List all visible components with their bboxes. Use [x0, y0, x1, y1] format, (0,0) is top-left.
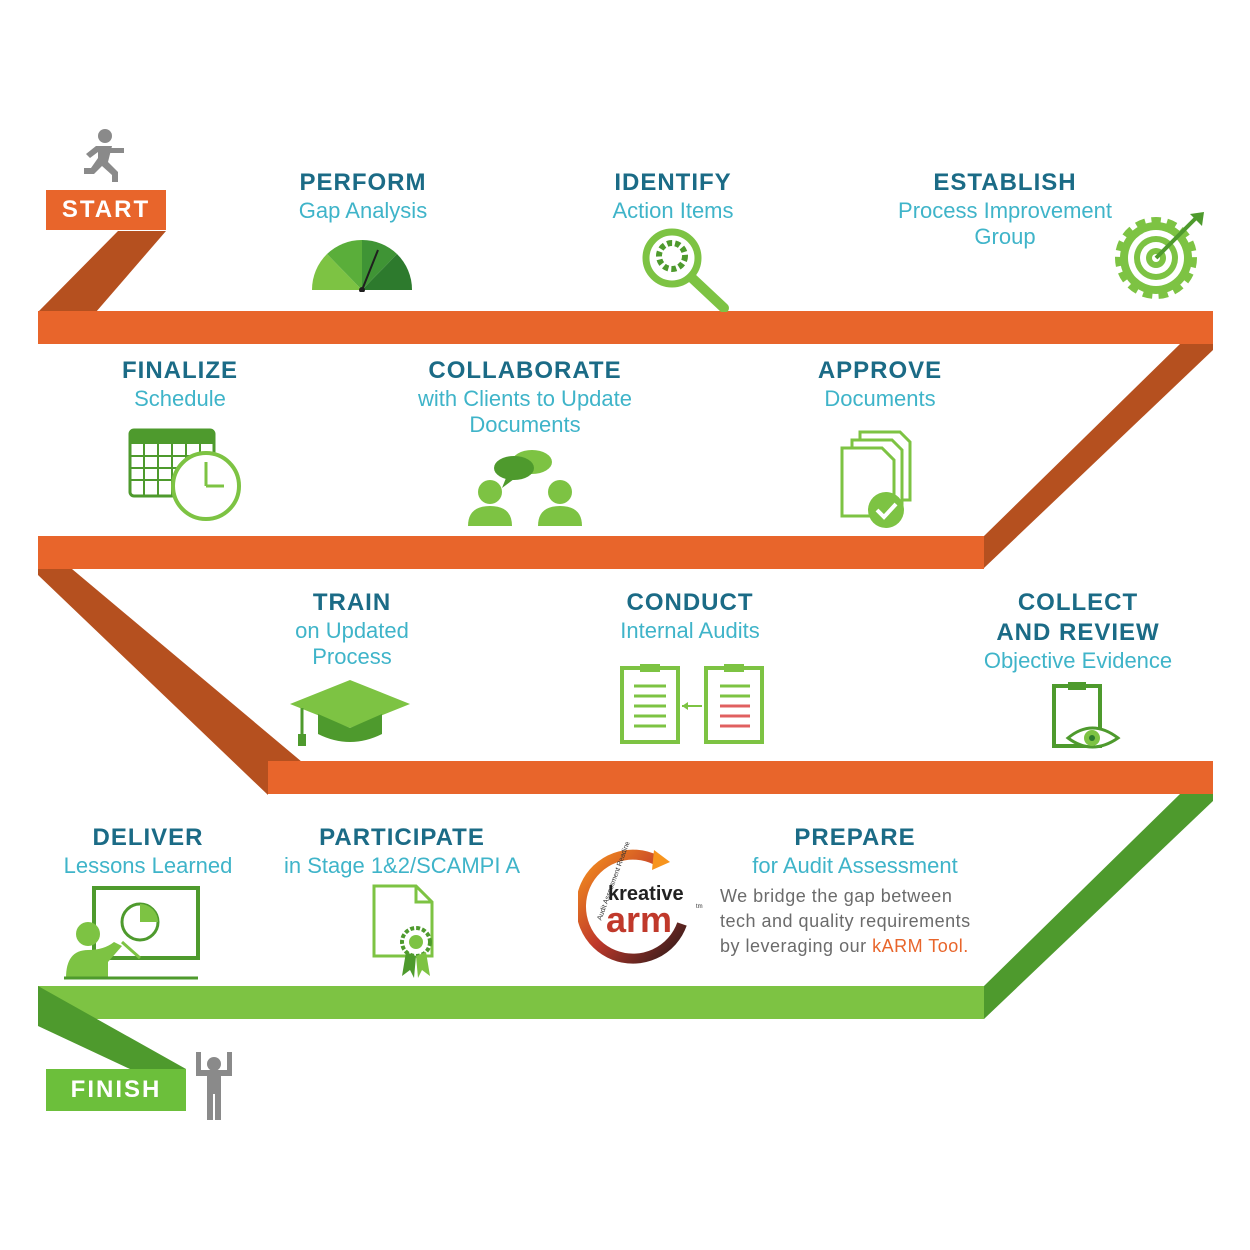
start-badge: START	[46, 190, 166, 230]
path-connector-right-3	[984, 794, 1213, 1019]
karm-desc-prefix: by leveraging our	[720, 936, 873, 956]
karm-desc-line3: by leveraging our kARM Tool.	[720, 934, 1020, 959]
step-approve: APPROVE Documents	[780, 356, 980, 412]
step-subtitle: with Clients to Update Documents	[418, 386, 632, 437]
magnifier-gear-icon	[642, 228, 729, 312]
step-title: PARTICIPATE	[319, 824, 485, 851]
step-subtitle: Objective Evidence	[983, 648, 1173, 673]
clipboards-icon	[620, 664, 764, 744]
presentation-icon	[64, 886, 200, 980]
step-subtitle: on Updated Process	[295, 618, 409, 669]
step-finalize: FINALIZE Schedule	[80, 356, 280, 412]
karm-logo-tm: tm	[696, 904, 703, 910]
karm-description: We bridge the gap between tech and quali…	[720, 884, 1020, 959]
step-train: TRAIN on Updated Process	[252, 588, 452, 670]
documents-check-icon	[840, 430, 912, 528]
path-connector-finish	[38, 986, 186, 1069]
step-title: DELIVER	[92, 824, 204, 851]
step-subtitle: Action Items	[612, 198, 734, 223]
step-identify: IDENTIFY Action Items	[568, 168, 778, 224]
gear-target-icon	[1115, 212, 1204, 299]
step-subtitle: Lessons Learned	[63, 853, 233, 878]
step-title: TRAIN	[312, 589, 392, 616]
step-subtitle: Internal Audits	[620, 618, 760, 643]
path-connector-left-2	[38, 569, 302, 795]
step-subtitle: Gap Analysis	[298, 198, 428, 223]
step-title: ESTABLISH	[933, 169, 1077, 196]
step-subtitle: Schedule	[134, 386, 226, 411]
step-subtitle: in Stage 1&2/SCAMPI A	[283, 853, 521, 878]
step-title: COLLECT AND REVIEW	[996, 589, 1160, 646]
step-participate: PARTICIPATE in Stage 1&2/SCAMPI A	[272, 823, 532, 879]
step-title: FINALIZE	[122, 357, 238, 384]
step-subtitle: Documents	[824, 386, 936, 411]
people-chat-icon	[468, 450, 582, 526]
karm-desc-line1: We bridge the gap between	[720, 886, 953, 906]
step-establish: ESTABLISH Process Improvement Group	[880, 168, 1130, 250]
step-conduct: CONDUCT Internal Audits	[585, 588, 795, 644]
running-person-icon	[84, 129, 124, 182]
gauge-icon	[311, 239, 413, 292]
certificate-icon	[372, 884, 434, 978]
karm-logo: Audit Assessment Readiness Manager kreat…	[578, 842, 703, 964]
step-prepare: PREPARE for Audit Assessment	[730, 823, 980, 879]
step-title: COLLABORATE	[428, 357, 622, 384]
step-perform: PERFORM Gap Analysis	[253, 168, 473, 224]
step-title: APPROVE	[817, 357, 943, 384]
step-title: CONDUCT	[626, 589, 754, 616]
karm-logo-top: kreative	[608, 883, 684, 905]
path-bar-1	[38, 311, 1213, 344]
step-title: IDENTIFY	[614, 169, 732, 196]
karm-logo-main: arm	[606, 899, 672, 940]
calendar-clock-icon	[128, 428, 241, 521]
step-collect: COLLECT AND REVIEW Objective Evidence	[968, 588, 1188, 674]
finish-badge: FINISH	[46, 1069, 186, 1111]
path-bar-3	[268, 761, 1213, 794]
path-bar-2	[38, 536, 984, 569]
clipboard-eye-icon	[1052, 682, 1121, 749]
karm-desc-line2: tech and quality requirements	[720, 911, 971, 931]
graduation-cap-icon	[290, 680, 410, 746]
step-title: PREPARE	[794, 824, 916, 851]
step-title: PERFORM	[299, 169, 427, 196]
path-bar-4	[38, 986, 984, 1019]
step-subtitle: for Audit Assessment	[752, 853, 958, 878]
step-deliver: DELIVER Lessons Learned	[48, 823, 248, 879]
step-subtitle: Process Improvement Group	[898, 198, 1112, 249]
karm-tool-name: kARM Tool.	[872, 936, 969, 956]
celebrating-person-icon	[196, 1052, 232, 1120]
step-collaborate: COLLABORATE with Clients to Update Docum…	[390, 356, 660, 438]
path-connector-right-1	[984, 344, 1213, 568]
